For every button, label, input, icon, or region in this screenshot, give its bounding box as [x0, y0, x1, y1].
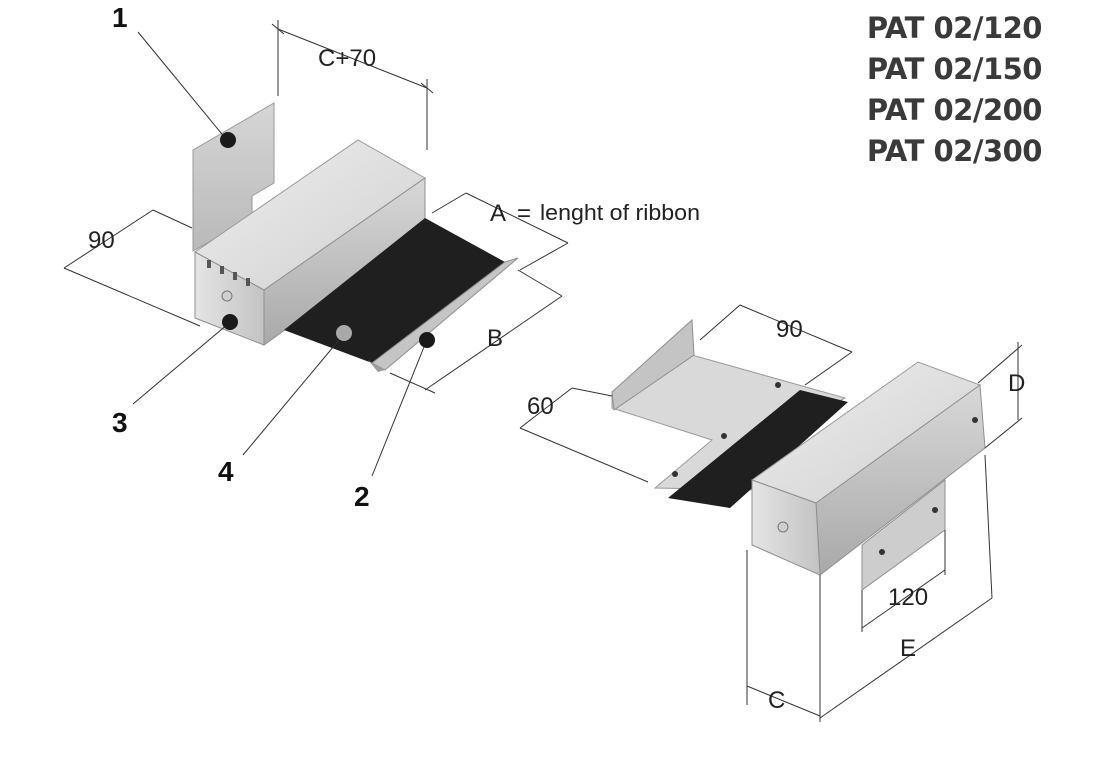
end-rail-lip — [368, 360, 385, 372]
dim-right-90: 90 — [776, 316, 803, 343]
marker-2 — [419, 332, 435, 348]
product-code: PAT 02/300 — [866, 134, 1043, 168]
left-assembly — [192, 102, 519, 372]
callout-4-label: 4 — [218, 456, 234, 487]
callout-3-label: 3 — [112, 407, 128, 438]
end-rail — [371, 257, 519, 371]
dim-e: E — [900, 635, 916, 662]
side-hole — [972, 417, 978, 423]
front-screw — [221, 290, 233, 302]
marker-1 — [220, 132, 236, 148]
dim-120: 120 — [888, 584, 928, 611]
side-hole — [879, 549, 885, 555]
callout-1-label: 1 — [112, 2, 128, 33]
dim-d: D — [1008, 370, 1025, 397]
dim-left-90: 90 — [88, 227, 115, 254]
dim-c-plus-70: C+70 — [318, 45, 376, 72]
callout-markers — [220, 132, 435, 348]
right-assembly — [611, 318, 986, 591]
dimension-lines — [63, 20, 1023, 722]
side-hole — [775, 382, 781, 388]
product-code: PAT 02/200 — [866, 93, 1043, 127]
dim-c: C — [768, 687, 785, 714]
side-hole — [932, 507, 938, 513]
marker-4 — [336, 325, 352, 341]
dim-b: B — [487, 325, 503, 352]
product-code-list: PAT 02/120 PAT 02/150 PAT 02/200 PAT 02/… — [866, 8, 1043, 172]
callout-2-label: 2 — [354, 481, 370, 512]
product-code: PAT 02/150 — [866, 52, 1043, 86]
side-hole — [672, 471, 678, 477]
front-slot — [233, 272, 237, 280]
dim-a-equals: = — [517, 200, 531, 227]
dim-a-description: lenght of ribbon — [540, 200, 700, 225]
marker-3 — [222, 314, 238, 330]
front-slot — [246, 278, 250, 286]
front-slot — [207, 260, 211, 268]
front-screw — [777, 521, 789, 533]
product-code: PAT 02/120 — [866, 11, 1043, 45]
dim-a-letter: A — [490, 200, 506, 227]
front-slot — [220, 266, 224, 274]
ribbon — [668, 390, 848, 508]
rear-flap — [192, 102, 275, 252]
side-hole — [721, 433, 727, 439]
dim-60: 60 — [527, 393, 554, 420]
side-flange — [611, 318, 695, 411]
